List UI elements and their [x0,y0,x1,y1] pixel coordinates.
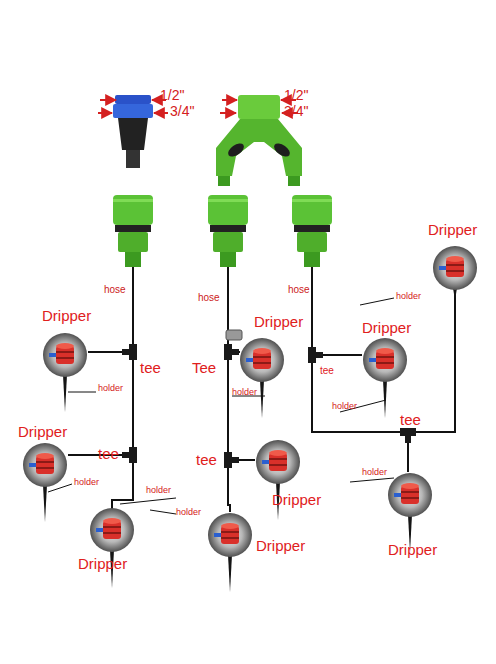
dripper-icon [90,508,134,552]
dimension-arrows [98,100,298,113]
dripper-label: Dripper [272,492,321,509]
tee-label: tee [98,446,119,463]
dripper-label: Dripper [42,308,91,325]
tubing [68,267,455,512]
dripper-label: Dripper [362,320,411,337]
tee-label: tee [140,360,161,377]
dripper-label: Dripper [18,424,67,441]
dripper-icon [23,443,67,487]
hose-connector [208,195,248,267]
holder-stakes [43,288,457,592]
holder-label: holder [98,384,123,394]
hose-connector [292,195,332,267]
tee-label: tee [196,452,217,469]
holder-label: holder [146,486,171,496]
dripper-icon [256,440,300,484]
dimension-label: 3/4" [284,104,308,119]
holder-label: holder [176,508,201,518]
tap-connector [113,95,153,168]
hose-label: hose [104,284,126,295]
dripper-icon [43,333,87,377]
dripper-label: Dripper [388,542,437,559]
dripper-icon [363,338,407,382]
dripper-label: Dripper [256,538,305,555]
hose-label: hose [198,292,220,303]
hose-connector [113,195,153,267]
tee-label: Tee [192,360,216,377]
tee-label: tee [400,412,421,429]
tee-label: tee [320,365,334,376]
holder-label: holder [332,402,357,412]
dimension-label: 1/2" [284,88,308,103]
dripper-icon [388,473,432,517]
holder-pointers [48,298,394,514]
tag-icon [226,330,242,340]
dripper-label: Dripper [254,314,303,331]
dripper-label: Dripper [428,222,477,239]
holder-label: holder [74,478,99,488]
dimension-label: 3/4" [170,104,194,119]
dimension-label: 1/2" [160,88,184,103]
holder-label: holder [396,292,421,302]
dripper-icon [208,513,252,557]
dripper-icon [433,246,477,290]
holder-label: holder [362,468,387,478]
dripper-icon [240,338,284,382]
holder-label: holder [232,388,257,398]
dripper-label: Dripper [78,556,127,573]
hose-label: hose [288,284,310,295]
